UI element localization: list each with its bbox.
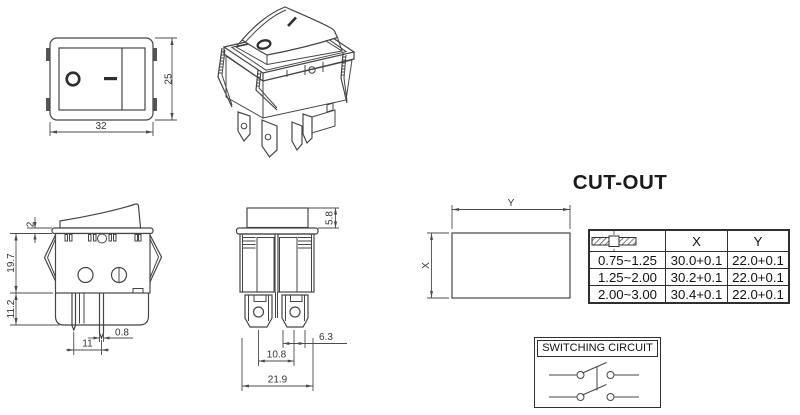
iso-terminals: [237, 102, 336, 158]
end-switch-body: [235, 207, 319, 328]
dim-label-terminal-width: 6.3: [319, 332, 333, 343]
side-view-drawing: 2 19.7 11.2 0.8 11: [6, 203, 163, 355]
front-view-drawing: 32 25: [46, 37, 177, 136]
side-dimensions: 2 19.7 11.2 0.8 11: [6, 217, 133, 355]
cutout-drawing: Y X: [421, 198, 571, 299]
rocker-profile: [59, 203, 142, 229]
iso-rocker: [235, 6, 343, 65]
switch-lever: [582, 362, 607, 374]
cell-thickness: 2.00~3.00: [588, 285, 666, 304]
mount-clip-icon: [152, 48, 157, 61]
dim-label-terminal-length: 11.2: [6, 299, 17, 318]
dim-label-body-depth: 19.7: [6, 253, 17, 273]
off-symbol-o: [256, 39, 272, 50]
switch-lever: [582, 384, 607, 396]
cutout-spec-table: X Y 0.75~1.25 30.0+0.1 22.0+0.1 1.25~2.0…: [588, 229, 790, 304]
panel-thickness-header: [588, 229, 666, 252]
cutout-dimensions: Y X: [421, 198, 571, 299]
flange: [51, 227, 154, 235]
isometric-view-drawing: [217, 6, 356, 158]
circuit-diagram: [549, 362, 639, 401]
terminal-pin: [98, 293, 105, 340]
table-row: 1.25~2.00 30.2+0.1 22.0+0.1: [588, 268, 790, 286]
iso-mount-springs: [217, 47, 348, 111]
cell-y: 22.0+0.1: [727, 251, 790, 269]
dim-label-actuator-height: 5.8: [325, 211, 336, 225]
rocker-end: [246, 207, 309, 229]
dim-label-terminal-thickness: 0.8: [115, 328, 129, 339]
dim-label-cutout-height: X: [421, 262, 432, 269]
switching-circuit-title: SWITCHING CIRCUIT: [537, 340, 658, 357]
dim-label-width: 32: [95, 121, 107, 132]
end-dimensions: 5.8 6.3 10.8 21.9: [241, 207, 347, 391]
terminal-pin: [71, 293, 77, 332]
flange: [235, 227, 319, 235]
end-view-drawing: 5.8 6.3 10.8 21.9: [235, 207, 347, 391]
panel-thickness-icon: [591, 231, 637, 251]
front-switch-body: [46, 37, 157, 121]
dim-label-terminal-pitch: 10.8: [267, 350, 287, 361]
top-ribs: [64, 234, 142, 242]
cell-y: 22.0+0.1: [727, 268, 790, 286]
cell-y: 22.0+0.1: [727, 285, 790, 304]
dim-label-body-width: 21.9: [268, 375, 288, 386]
col-header-y: Y: [727, 229, 790, 252]
mount-clip-icon: [152, 98, 157, 111]
table-row: 2.00~3.00 30.4+0.1 22.0+0.1: [588, 285, 790, 304]
table-row: 0.75~1.25 30.0+0.1 22.0+0.1: [588, 251, 790, 269]
switching-circuit-panel: SWITCHING CIRCUIT: [534, 337, 661, 408]
cell-thickness: 1.25~2.00: [588, 268, 666, 286]
dim-label-terminal-pitch: 11: [82, 339, 93, 350]
cell-x: 30.2+0.1: [665, 268, 728, 286]
cutout-rectangle: [451, 232, 571, 299]
circuit-pole-2: [549, 384, 639, 401]
dim-label-cutout-width: Y: [508, 198, 515, 209]
front-dimensions: 32 25: [49, 37, 177, 136]
col-header-x: X: [665, 229, 728, 252]
on-symbol-i: [287, 16, 297, 27]
mount-clip-icon: [46, 98, 51, 111]
table-header-row: X Y: [588, 229, 790, 252]
cell-x: 30.4+0.1: [665, 285, 728, 304]
iso-terminal-tops: [286, 62, 324, 77]
cutout-section-title: CUT-OUT: [572, 171, 668, 194]
circuit-pole-1: [549, 362, 639, 379]
side-switch-body: [43, 203, 163, 340]
cell-thickness: 0.75~1.25: [588, 251, 666, 269]
cell-x: 30.0+0.1: [665, 251, 728, 269]
mount-clip-icon: [46, 48, 51, 61]
on-symbol-dash: [104, 77, 117, 81]
terminals: [244, 294, 309, 328]
dim-label-flange: 2: [26, 221, 37, 227]
off-symbol-o: [65, 71, 81, 87]
dim-label-height: 25: [164, 73, 175, 85]
